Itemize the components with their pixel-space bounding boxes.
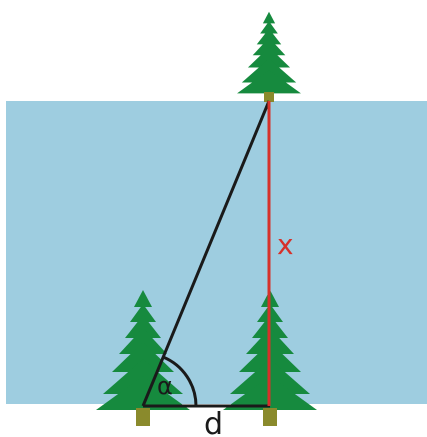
hypotenuse-line (141, 100, 271, 407)
left-tree-trunk (136, 408, 150, 426)
far-pine-tree-icon (237, 11, 301, 102)
right-pine-tree-icon (223, 290, 317, 426)
angle-arc (162, 355, 198, 407)
label-x: x (277, 228, 294, 261)
far-tree-trunk (264, 92, 274, 102)
left-pine-tree-icon (96, 290, 190, 426)
label-d: d (204, 407, 223, 437)
river (6, 101, 427, 404)
right-tree-trunk (263, 408, 277, 426)
label-alpha: α (157, 372, 173, 400)
